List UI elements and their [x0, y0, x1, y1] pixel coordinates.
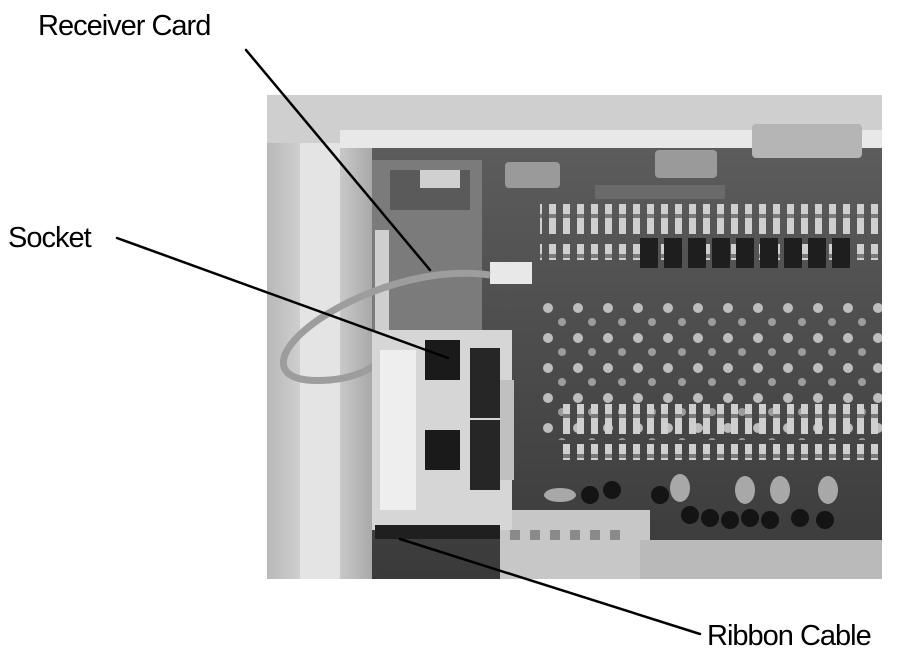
- socket-leader-line: [115, 236, 450, 360]
- ribbon-cable-label: Ribbon Cable: [707, 620, 872, 652]
- ribbon-cable-leader-line: [398, 537, 702, 636]
- circuit-board-photo: [267, 95, 882, 579]
- receiver-card-leader-line: [244, 48, 432, 272]
- receiver-card-label: Receiver Card: [38, 10, 211, 42]
- socket-label: Socket: [8, 222, 92, 254]
